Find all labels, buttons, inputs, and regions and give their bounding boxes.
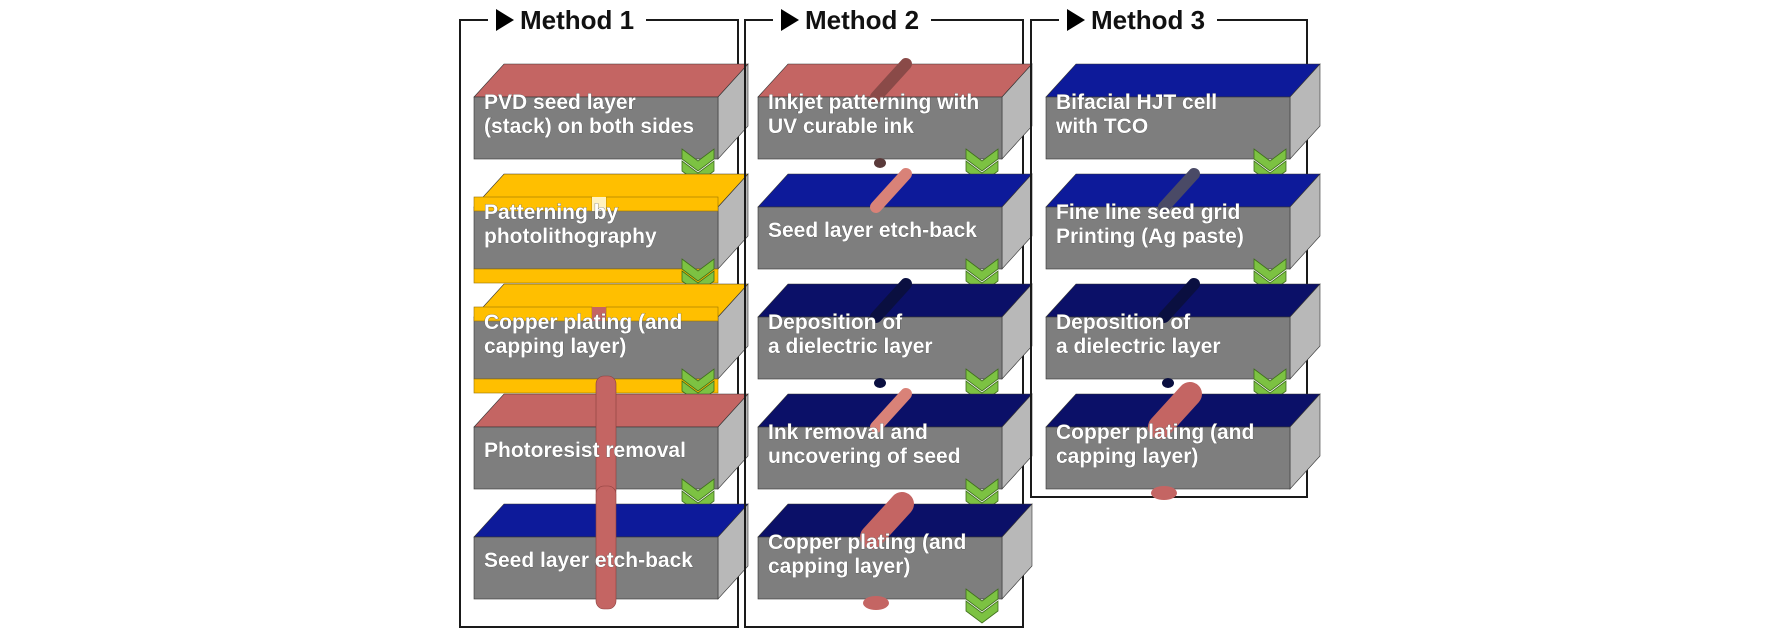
slab-front: [473, 96, 719, 160]
panel-frame: [744, 19, 1024, 628]
process-step: PVD seed layer(stack) on both sides: [473, 63, 749, 184]
slab-front: [757, 96, 1003, 160]
method-title: Method 2: [805, 5, 919, 35]
method-title: Method 1: [520, 5, 634, 35]
step-label: Bifacial HJT cell: [1056, 91, 1217, 114]
chevron-down-icon: [1253, 368, 1287, 404]
method-panel-1: Method 1 PVD seed layer(stack) on both si…: [459, 5, 749, 628]
step-label: a dielectric layer: [768, 335, 933, 358]
resist-bottom: [473, 268, 719, 284]
step-label: (stack) on both sides: [484, 115, 694, 138]
resist-block-right: [605, 196, 719, 212]
ink-line-end: [874, 158, 886, 168]
step-label: Deposition of: [768, 311, 903, 334]
step-label: a dielectric layer: [1056, 335, 1221, 358]
step-label: photolithography: [484, 225, 657, 248]
step-label: PVD seed layer: [484, 91, 636, 114]
covered-line-end: [874, 378, 886, 388]
method-title: Method 3: [1091, 5, 1205, 35]
step-label: Patterning by: [484, 201, 619, 224]
plated-finger: [860, 492, 914, 549]
seed-line: [870, 388, 912, 433]
printed-line: [1158, 168, 1200, 213]
seed-line: [870, 168, 912, 213]
copper-finger: [595, 375, 617, 500]
covered-line: [870, 278, 912, 323]
step-label: Seed layer etch-back: [768, 219, 977, 242]
slab-front: [473, 316, 719, 380]
panel-frame: [459, 19, 739, 628]
slab-front: [757, 426, 1003, 490]
step-label: Ink removal and: [768, 421, 928, 444]
step-label: Deposition of: [1056, 311, 1191, 334]
step-label: Inkjet patterning with: [768, 91, 979, 114]
process-step: Seed layer etch-back: [473, 485, 749, 610]
step-label: Fine line seed grid: [1056, 201, 1240, 224]
step-label: Copper plating (and: [484, 311, 682, 334]
play-triangle-icon: [781, 9, 799, 31]
process-step: Deposition ofa dielectric layer: [757, 278, 1033, 404]
ink-line: [870, 58, 912, 103]
resist-gap: [592, 307, 606, 321]
step-label: capping layer): [484, 335, 626, 358]
step-label: capping layer): [1056, 445, 1198, 468]
slab-front: [1045, 206, 1291, 270]
step-label: uncovering of seed: [768, 445, 961, 468]
play-triangle-icon: [496, 9, 514, 31]
plated-finger-end: [863, 596, 889, 610]
slab-front: [757, 206, 1003, 270]
process-step: Deposition ofa dielectric layer: [1045, 278, 1321, 404]
step-label: UV curable ink: [768, 115, 914, 138]
step-label: Copper plating (and: [768, 531, 966, 554]
slab-front: [757, 536, 1003, 600]
resist-gap: [592, 197, 606, 211]
play-triangle-icon: [1067, 9, 1085, 31]
step-label: capping layer): [768, 555, 910, 578]
step-label: Printing (Ag paste): [1056, 225, 1244, 248]
step-label: Seed layer etch-back: [484, 549, 693, 572]
process-step: Seed layer etch-back: [757, 168, 1033, 294]
covered-line: [1158, 278, 1200, 323]
slab-front: [1045, 96, 1291, 160]
plated-finger: [1148, 382, 1202, 439]
copper-finger: [595, 485, 617, 610]
step-label: Photoresist removal: [484, 439, 686, 462]
process-step: Photoresist removal: [473, 375, 749, 514]
step-label: with TCO: [1055, 115, 1148, 138]
chevron-down-icon: [965, 588, 999, 624]
covered-line-end: [1162, 378, 1174, 388]
plated-finger-end: [1151, 486, 1177, 500]
slab-front: [757, 316, 1003, 380]
step-label: Copper plating (and: [1056, 421, 1254, 444]
